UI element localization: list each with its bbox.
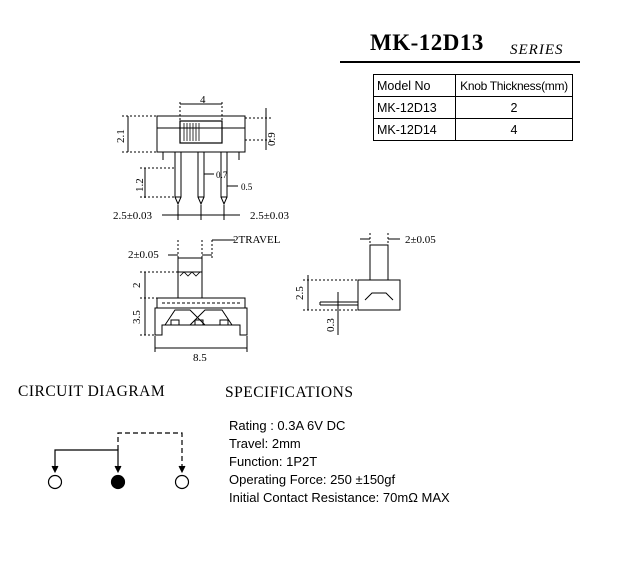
dim-label: 2TRAVEL	[233, 234, 281, 246]
terminal-open-left	[47, 474, 63, 490]
dim-label: 2	[131, 283, 143, 289]
dim-label: 2.5	[294, 286, 306, 300]
dim-label: 4	[200, 94, 206, 106]
dim-label: 2±0.05	[405, 234, 436, 246]
front-view	[140, 239, 248, 352]
title-underline	[340, 61, 580, 63]
spec-function: Function: 1P2T	[229, 454, 318, 469]
side-view	[303, 233, 401, 335]
dim-label: 2.5±0.03	[250, 210, 290, 222]
model-title: MK-12D13	[370, 30, 484, 55]
specs-list: Rating : 0.3A 6V DC Travel: 2mm Function…	[229, 417, 450, 507]
circuit-schematic	[51, 432, 186, 474]
specs-heading: SPECIFICATIONS	[225, 384, 354, 401]
table-header-row: Model No Knob Thickness(mm)	[373, 74, 573, 97]
dim-label: 8.5	[193, 352, 207, 364]
table-cell: 4	[455, 118, 573, 141]
dim-label: 2.1	[115, 129, 127, 143]
top-view	[122, 102, 272, 220]
spec-rating: Rating : 0.3A 6V DC	[229, 418, 346, 433]
dim-label: 0.7	[216, 170, 228, 180]
table-row: MK-12D14 4	[373, 118, 573, 141]
dim-label: 3.5	[131, 310, 143, 324]
table-header-cell: Knob Thickness(mm)	[455, 74, 573, 97]
circuit-heading: CIRCUIT DIAGRAM	[18, 383, 166, 400]
dim-label: 0.3	[325, 318, 337, 332]
dim-label: 2.5±0.03	[113, 210, 153, 222]
dim-label: 2±0.05	[128, 249, 159, 261]
terminal-open-right	[174, 474, 190, 490]
spec-travel: Travel: 2mm	[229, 436, 301, 451]
series-label: SERIES	[510, 42, 564, 58]
spec-contact-resistance: Initial Contact Resistance: 70mΩ MAX	[229, 490, 450, 505]
dim-label: 1.2	[134, 178, 146, 192]
terminal-common	[110, 474, 126, 490]
table-row: MK-12D13 2	[373, 96, 573, 119]
knob-thickness-table: Model No Knob Thickness(mm) MK-12D13 2 M…	[373, 74, 573, 141]
table-cell: MK-12D13	[373, 96, 456, 119]
dim-label: 0.9	[266, 132, 278, 146]
spec-operating-force: Operating Force: 250 ±150gf	[229, 472, 396, 487]
dim-label: 0.5	[241, 182, 253, 192]
